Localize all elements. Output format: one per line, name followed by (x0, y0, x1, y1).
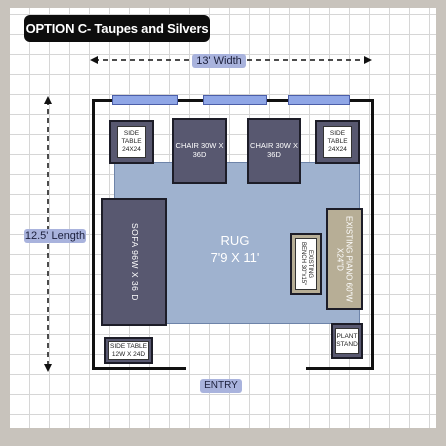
side-table-right-label: SIDE TABLE 24X24 (323, 126, 352, 158)
window-left (112, 95, 178, 105)
wall-left (92, 99, 95, 370)
chair-right: CHAIR 30W X 36D (247, 118, 301, 184)
chair-left: CHAIR 30W X 36D (172, 118, 227, 184)
width-label: 13' Width (192, 54, 246, 68)
entry-label: ENTRY (200, 379, 242, 393)
side-table-left-label: SIDE TABLE 24X24 (117, 126, 146, 158)
existing-bench: EXISTING BENCH 30"x15" (290, 233, 322, 295)
width-arrow-left (90, 56, 98, 64)
existing-bench-inner: EXISTING BENCH 30"x15" (295, 238, 317, 290)
existing-piano-label: EXISTING PIANO 60"W X24"D (335, 216, 354, 302)
sofa: SOFA 96W X 36 D (101, 198, 167, 326)
side-table-bottom-label: SIDE TABLE 12W X 24D (108, 341, 149, 360)
sofa-label: SOFA 96W X 36 D (129, 223, 140, 301)
plant-stand: PLANT STAND (331, 323, 363, 359)
plant-stand-label: PLANT STAND (335, 328, 359, 354)
rug-label-group: RUG 7'9 X 11' (205, 232, 265, 266)
side-table-left: SIDE TABLE 24X24 (109, 120, 154, 164)
wall-bottom-left (92, 367, 186, 370)
length-arrow-bottom (44, 364, 52, 372)
rug-label: RUG (220, 233, 250, 248)
window-right (288, 95, 350, 105)
existing-bench-label: EXISTING BENCH 30"x15" (300, 242, 314, 286)
side-table-bottom: SIDE TABLE 12W X 24D (104, 337, 153, 364)
side-table-right: SIDE TABLE 24X24 (315, 120, 360, 164)
width-arrow-right (364, 56, 372, 64)
length-arrow-top (44, 96, 52, 104)
window-center (203, 95, 267, 105)
existing-piano: EXISTING PIANO 60"W X24"D (326, 208, 363, 310)
wall-bottom-right (306, 367, 374, 370)
wall-right (371, 99, 374, 370)
length-label: 12.5' Length (24, 229, 86, 243)
rug-size: 7'9 X 11' (210, 250, 260, 265)
title-badge: OPTION C- Taupes and Silvers (24, 15, 210, 42)
